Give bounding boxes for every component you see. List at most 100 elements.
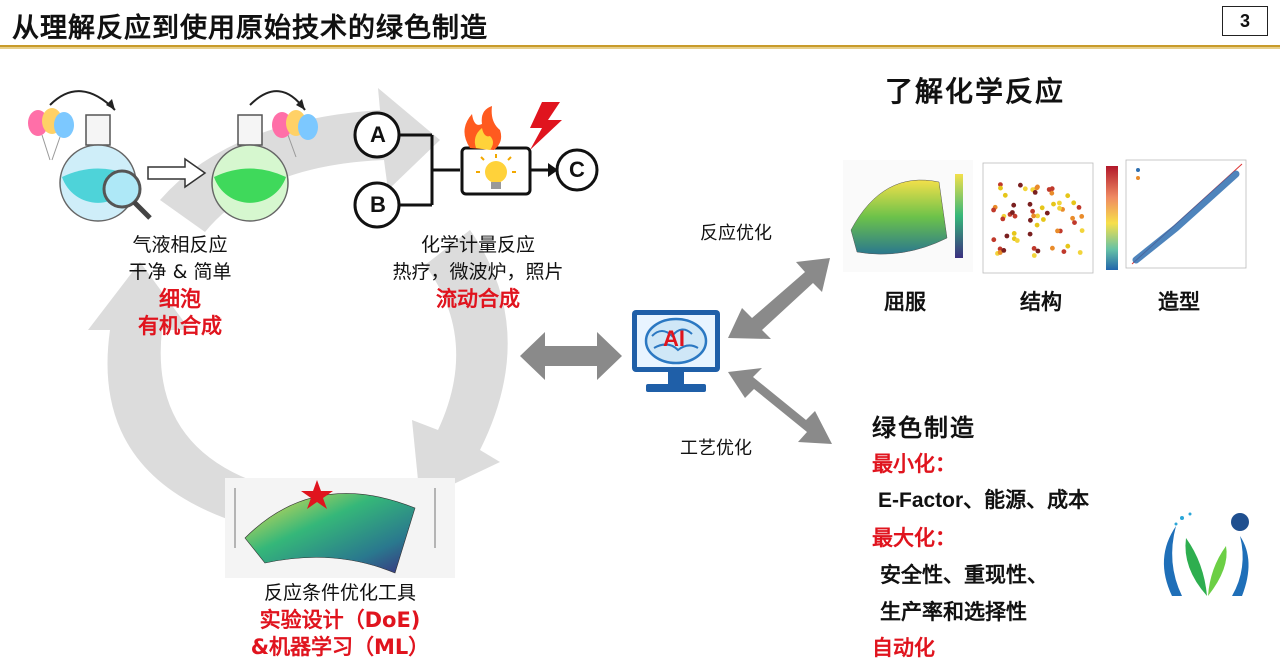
stoich-line2: 热疗，微波炉，照片	[392, 261, 564, 283]
cycle-arrow-right	[412, 230, 508, 500]
balloons-right-icon	[272, 110, 318, 158]
scatter-dot	[1041, 217, 1046, 222]
caption-structure: 结构	[1020, 290, 1062, 314]
node-b-label: B	[370, 192, 386, 217]
yield-surface-plot	[843, 160, 973, 272]
scatter-dot	[998, 185, 1003, 191]
title-rule	[0, 45, 1280, 49]
lightning-icon	[530, 102, 562, 150]
optimization-line1: 反应条件优化工具	[263, 582, 416, 604]
cycle-arrow-left	[88, 262, 250, 520]
model-parity-plot	[1125, 159, 1247, 269]
scatter-dot	[1057, 205, 1062, 211]
scatter-dot	[1012, 213, 1018, 219]
flask-illustration	[28, 90, 318, 222]
scatter-dot	[1027, 201, 1033, 207]
gas-liquid-line1: 气液相反应	[132, 234, 228, 256]
maximize-label: 最大化：	[872, 526, 956, 550]
scatter-dot	[1032, 190, 1038, 195]
flame-icon	[464, 106, 502, 150]
structure-scatter-plot	[982, 162, 1094, 274]
scatter-dot	[1001, 248, 1007, 253]
scatter-dot	[1049, 190, 1055, 196]
minimize-items: E-Factor、能源、成本	[878, 489, 1090, 512]
green-title: 绿色制造	[872, 414, 976, 442]
scatter-dot	[1055, 228, 1060, 234]
scatter-dot	[1002, 192, 1008, 198]
caption-model: 造型	[1158, 290, 1200, 314]
scatter-dot	[1057, 200, 1062, 206]
ai-label: AI	[663, 326, 685, 351]
scatter-dot	[991, 237, 997, 243]
ai-computer-icon	[632, 310, 720, 392]
flow-schematic	[353, 102, 599, 229]
optimization-red2: &机器学习（ML）	[250, 635, 430, 659]
process-opt-label: 工艺优化	[680, 438, 752, 459]
scatter-dot	[1031, 246, 1037, 251]
scatter-dot	[1034, 222, 1040, 228]
company-logo	[1163, 512, 1249, 596]
reaction-opt-label: 反应优化	[700, 223, 772, 244]
scatter-dot	[1010, 210, 1015, 215]
scatter-dot	[991, 207, 996, 213]
scatter-dot	[1034, 185, 1040, 191]
page-title: 从理解反应到使用原始技术的绿色制造	[12, 13, 488, 44]
scatter-dot	[1000, 216, 1006, 222]
maximize-items-1: 安全性、重现性、	[880, 563, 1048, 587]
flask-left-icon	[59, 114, 152, 222]
ai-understanding-double-arrow	[728, 258, 830, 339]
scatter-dot	[1077, 250, 1083, 255]
scatter-dot	[1039, 205, 1045, 211]
stoich-line1: 化学计量反应	[420, 234, 535, 256]
scatter-dot	[997, 250, 1003, 255]
scatter-dot	[1031, 213, 1036, 219]
scatter-dot	[1065, 193, 1071, 199]
scatter-dot	[1051, 201, 1056, 207]
scatter-dot	[1079, 228, 1085, 233]
scatter-dot	[1061, 249, 1067, 254]
scatter-dot	[1076, 205, 1082, 210]
response-surface-image	[225, 478, 455, 578]
green-manufacturing-block: 绿色制造 最小化： E-Factor、能源、成本 最大化： 安全性、重现性、 生…	[872, 410, 1089, 666]
gas-liquid-red1: 细泡	[159, 287, 201, 311]
optimum-star-icon	[301, 480, 333, 509]
scatter-dot	[1004, 233, 1010, 239]
optimization-label: 反应条件优化工具 实验设计（DoE) &机器学习（ML）	[230, 580, 450, 661]
scatter-dot	[1022, 186, 1028, 192]
scatter-dot	[1014, 238, 1020, 243]
light-bulb-icon	[476, 154, 516, 189]
ai-green-double-arrow	[728, 368, 832, 444]
automation-label: 自动化	[872, 636, 935, 660]
cycle-ai-double-arrow	[520, 332, 622, 380]
scatter-dot	[1035, 213, 1040, 219]
scatter-dot	[1050, 245, 1055, 251]
gas-liquid-line2: 干净 & 简单	[128, 261, 232, 283]
scatter-dot	[1030, 208, 1035, 214]
flask-right-icon	[211, 114, 289, 222]
minimize-label: 最小化：	[872, 452, 956, 476]
optimization-red1: 实验设计（DoE)	[259, 608, 421, 632]
maximize-items-2: 生产率和选择性	[880, 600, 1027, 624]
scatter-dot	[1011, 202, 1017, 208]
node-c-label: C	[569, 157, 585, 182]
stoich-label: 化学计量反应 热疗，微波炉，照片 流动合成	[368, 232, 588, 313]
scatter-dot	[1028, 217, 1033, 223]
colorbar-image	[1106, 166, 1118, 270]
node-a-label: A	[370, 122, 386, 147]
understanding-title: 了解化学反应	[885, 75, 1066, 108]
scatter-dot	[1070, 215, 1075, 221]
scatter-dot	[998, 182, 1003, 187]
scatter-dot	[1018, 182, 1023, 188]
scatter-dot	[997, 246, 1003, 252]
balloons-left-icon	[28, 108, 74, 161]
scatter-dot	[1011, 231, 1017, 236]
scatter-dot	[1072, 220, 1077, 225]
page-number: 3	[1222, 6, 1268, 36]
caption-yield: 屈服	[884, 290, 926, 314]
scatter-dot	[1046, 187, 1052, 192]
scatter-dot	[1031, 253, 1037, 258]
scatter-dot	[1044, 210, 1050, 216]
gas-liquid-red2: 有机合成	[138, 314, 222, 338]
stoich-red1: 流动合成	[436, 287, 520, 311]
